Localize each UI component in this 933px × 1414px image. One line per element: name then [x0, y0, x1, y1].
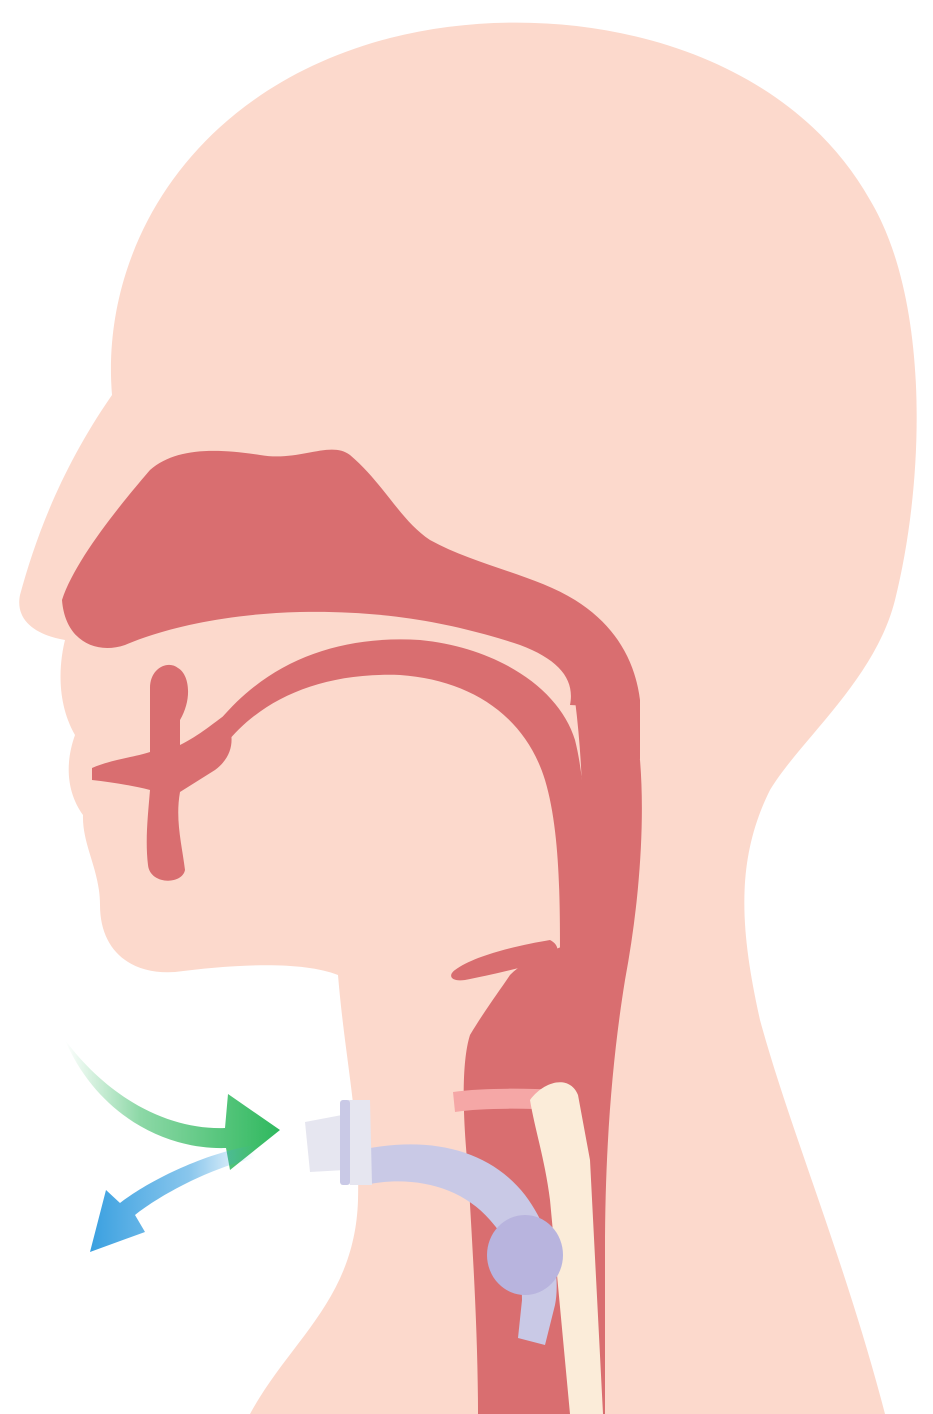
- tube-cuff: [487, 1215, 563, 1295]
- tube-connector: [305, 1100, 372, 1185]
- blue-curved-arrow-icon: [90, 1145, 255, 1252]
- tube-connector-ring: [340, 1100, 350, 1185]
